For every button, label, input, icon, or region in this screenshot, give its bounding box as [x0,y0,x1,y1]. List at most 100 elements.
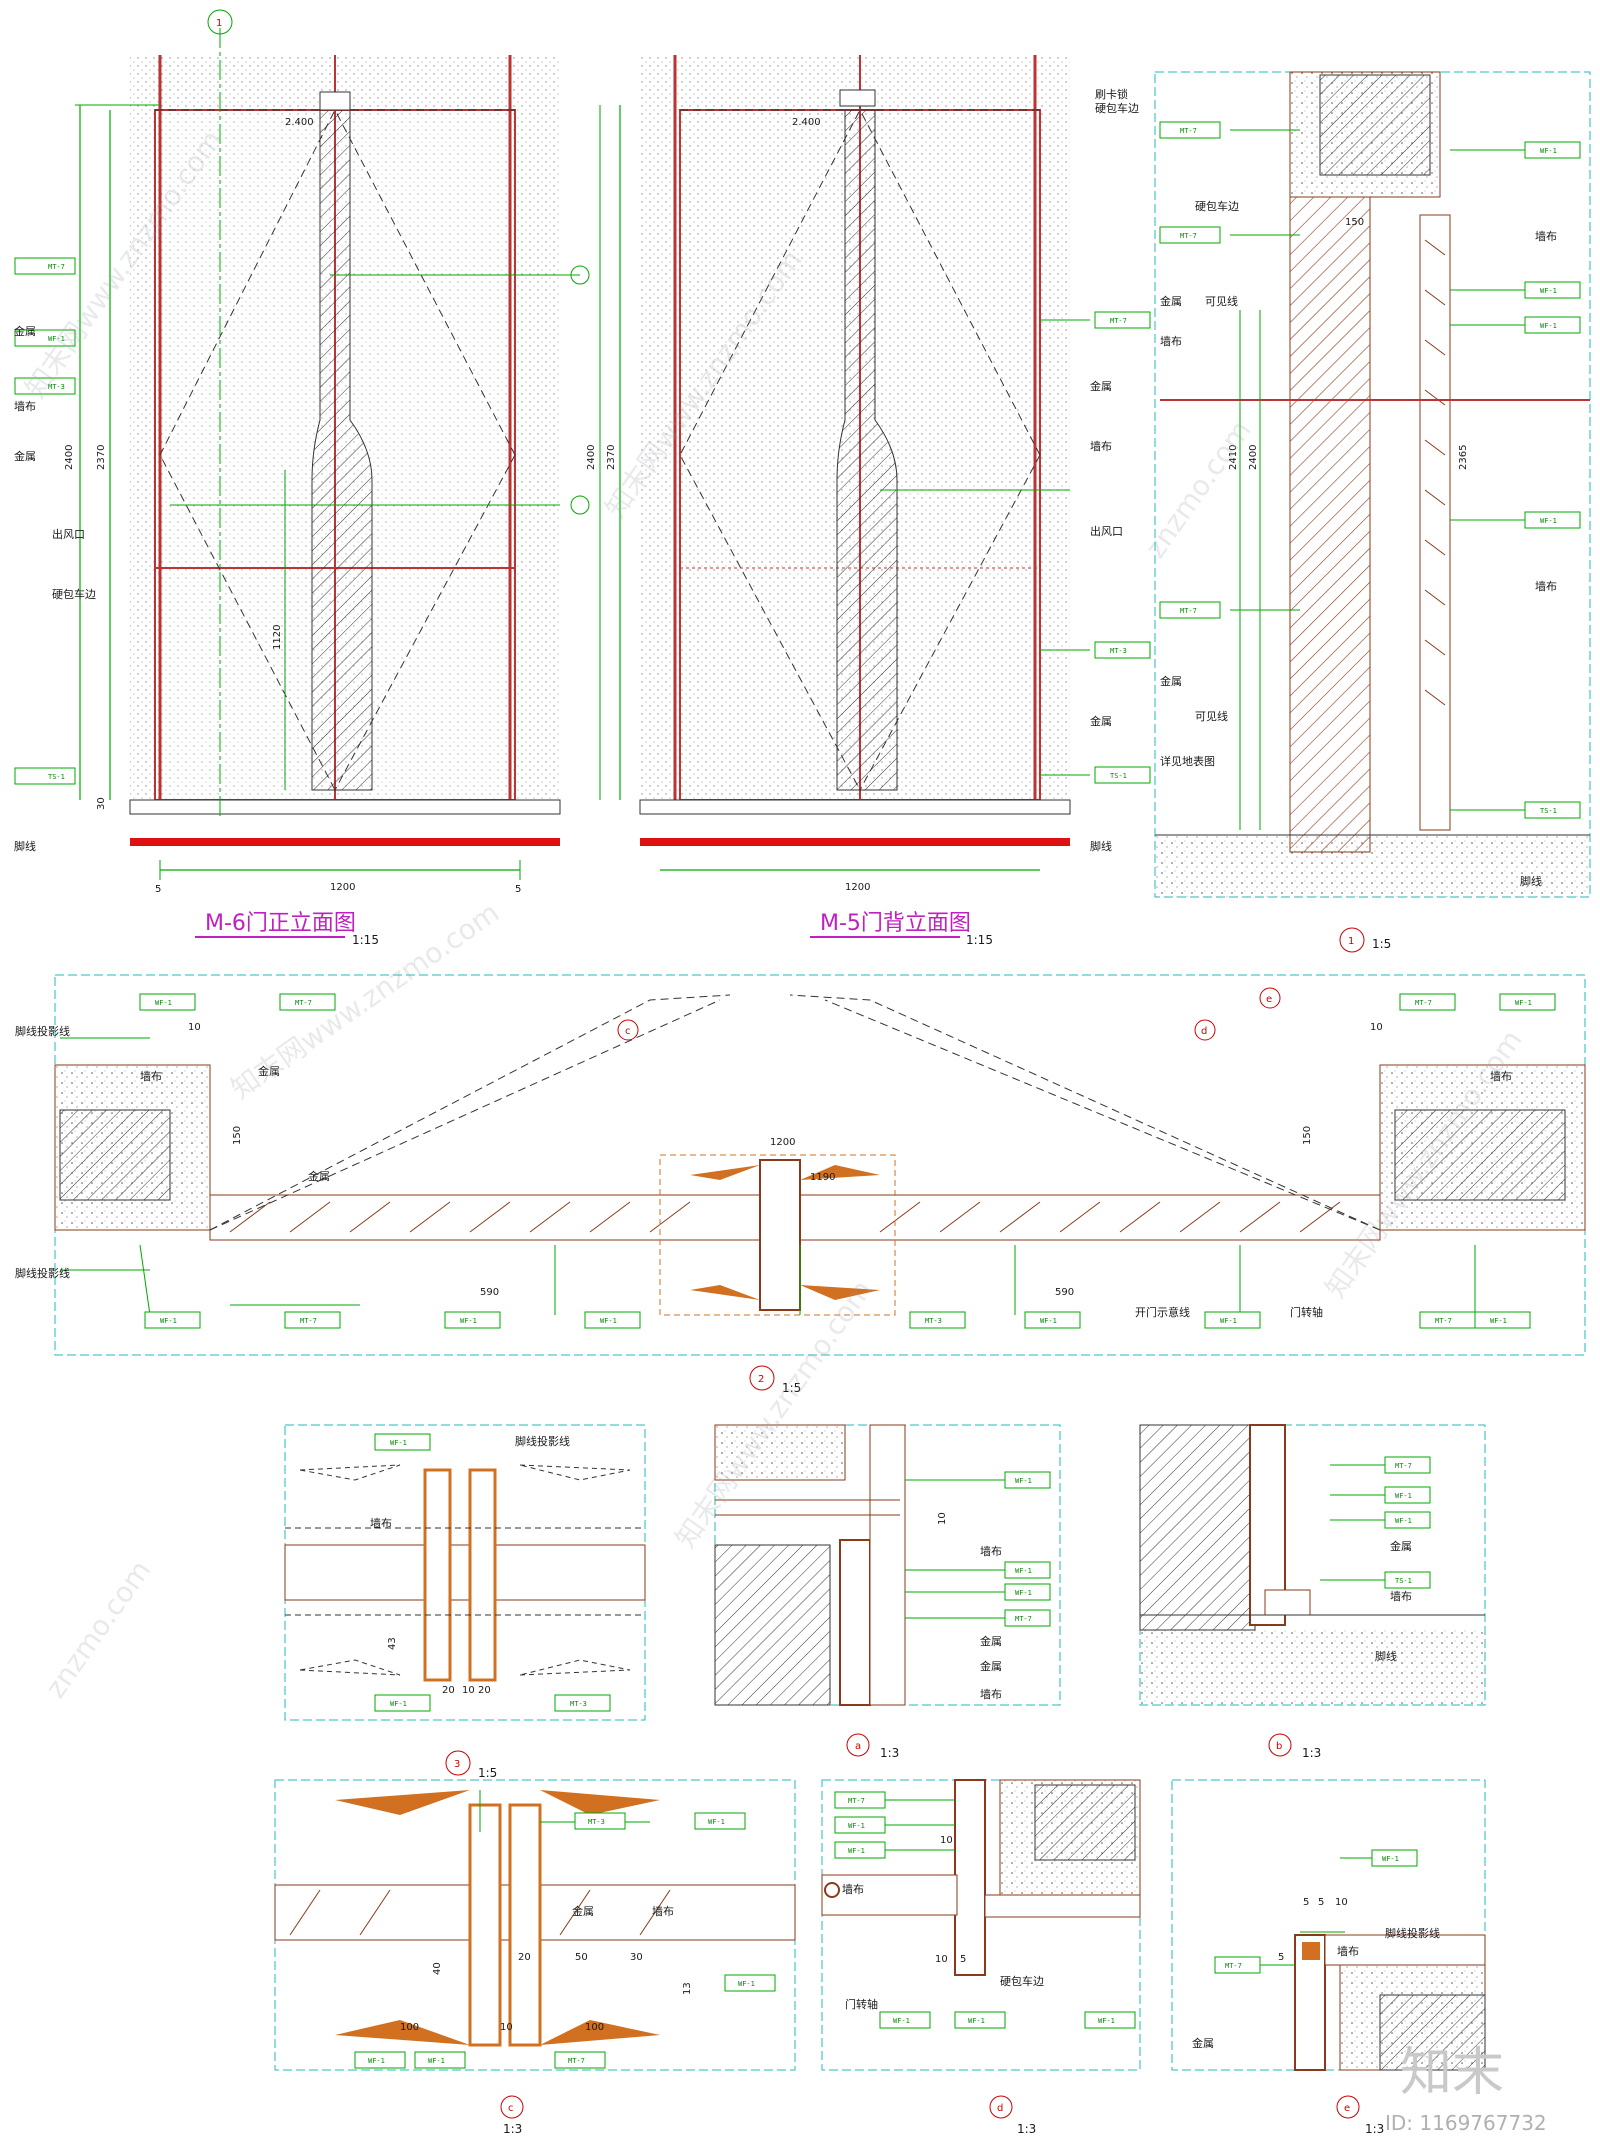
elevation-back: MT-7 MT-3 TS-1 刷卡锁 硬包车边 金属 墙布 出风口 金属 脚线 … [586,55,1151,947]
image-id: ID: 1169767732 [1385,2111,1547,2135]
bubble-3: 3 [454,1759,460,1770]
dim-2370: 2370 [96,445,107,470]
tag-mt3: MT-3 [570,1700,587,1708]
label-wall-fabric: 墙布 [1090,439,1112,453]
tag-mt7: MT-7 [1110,317,1127,325]
tag-mt7d: MT-7 [1415,999,1432,1007]
detail-b: MT-7 WF-1 WF-1 TS-1 金属 墙布 脚线 b 1:3 [1139,1424,1486,1760]
label-metal: 金属 [1390,1539,1412,1553]
label-wall-fabric-r: 墙布 [1535,229,1557,243]
tag-mt7b: MT-7 [1180,232,1197,240]
tag-wf1b: WF-1 [848,1847,865,1855]
tag-wf1: WF-1 [708,1818,725,1826]
bubble-2: 2 [758,1374,764,1385]
dim-20: 20 [442,1685,455,1696]
tag-wf1: WF-1 [848,1822,865,1830]
dim-2400: 2400 [64,445,75,470]
tag-mt7: MT-7 [1395,1462,1412,1470]
dim-43: 43 [387,1637,398,1650]
detail-frame [1171,1779,1486,2071]
dim-2410: 2410 [1228,445,1239,470]
tag-wf1d: WF-1 [968,2017,985,2025]
watermark-text-6: 知末网www.znzmo.com [669,1274,879,1554]
detail-e: MT-7 WF-1 脚线投影线 墙布 金属 5 5 10 5 e 1:3 [1171,1779,1486,2136]
scale-m6: 1:15 [352,933,379,947]
label-skirting-proj: 脚线投影线 [515,1434,570,1448]
label-metal: 金属 [308,1169,330,1183]
dim-5: 5 [155,884,161,895]
tag-wf1c: WF-1 [893,2017,910,2025]
label-skirting: 脚线 [1090,839,1112,853]
tag-mt7c: MT-7 [295,999,312,1007]
tag-mt7: MT-7 [1225,1962,1242,1970]
label-wall-fabric: 墙布 [1337,1944,1359,1958]
bubble-1: 1 [1348,936,1354,947]
tag-mt7: MT-7 [1015,1615,1032,1623]
tag-wf1d: WF-1 [1040,1317,1057,1325]
bubble-c: c [625,1026,631,1037]
plan-section-2: WF-1 MT-7 WF-1 WF-1 MT-3 WF-1 WF-1 MT-7 … [15,974,1586,1395]
tag-wf1e: WF-1 [1098,2017,1115,2025]
tag-mt7b: MT-7 [1435,1317,1452,1325]
scale-m5: 1:15 [966,933,993,947]
dim-1190: 1190 [810,1172,835,1183]
tag-wf1: WF-1 [1382,1855,1399,1863]
label-wall-fabric-2: 墙布 [980,1687,1002,1701]
dim-10b: 10 [1370,1022,1383,1033]
dim-30: 30 [630,1952,643,1963]
dim-20: 20 [518,1952,531,1963]
label-metal-2: 金属 [14,449,36,463]
tag-wf1f: WF-1 [1490,1317,1507,1325]
label-door-pivot: 门转轴 [1290,1305,1323,1319]
bubble-b: b [1276,1741,1282,1752]
dim-50: 50 [575,1952,588,1963]
label-visible-line-2: 可见线 [1195,709,1228,723]
dim-5b: 5 [1318,1897,1324,1908]
dim-height-top: 2.400 [792,117,821,128]
tag-mt7: MT-7 [1180,127,1197,135]
tag-mt7: MT-7 [568,2057,585,2065]
dim-1200: 1200 [770,1137,795,1148]
dim-5c: 5 [1278,1952,1284,1963]
bubble-e-detail: e [1344,2103,1350,2114]
elevation-front: 1 MT-7 WF-1 MT-3 TS-1 金属 墙布 金属 出风口 硬包车边 … [14,9,590,947]
detail-a: WF-1 WF-1 WF-1 MT-7 墙布 金属 金属 墙布 10 a 1:3 [714,1424,1061,1760]
tag-wf1c: WF-1 [368,2057,385,2065]
dim-100: 100 [400,2022,419,2033]
dim-590: 590 [480,1287,499,1298]
detail-frame [54,974,1586,1356]
dim-10b: 10 [935,1954,948,1965]
dim-10: 10 [500,2022,513,2033]
scale-d: 1:3 [1017,2122,1036,2136]
scale-e: 1:3 [1365,2122,1384,2136]
label-wall-fabric: 墙布 [14,399,36,413]
label-wall-fabric: 墙布 [1160,334,1182,348]
label-skirting: 脚线 [1375,1649,1397,1663]
dim-13: 13 [682,1982,693,1995]
label-door-open: 开门示意线 [1135,1305,1190,1319]
tag-wf1b: WF-1 [1540,287,1557,295]
tag-wf1d: WF-1 [1540,517,1557,525]
label-wall-fabric: 墙布 [842,1882,864,1896]
scale-b: 1:3 [1302,1746,1321,1760]
tag-wf1h: WF-1 [1515,999,1532,1007]
label-air-outlet: 出风口 [52,527,85,541]
detail-c: MT-3 WF-1 WF-1 WF-1 WF-1 MT-7 金属 墙布 100 … [274,1779,796,2136]
detail-3: WF-1 WF-1 MT-3 脚线投影线 墙布 20 10 20 43 3 1:… [284,1424,646,1780]
tag-wf1c: WF-1 [600,1317,617,1325]
tag-mt7: MT-7 [48,263,65,271]
bubble-a: a [855,1741,861,1752]
dim-10: 10 [462,1685,475,1696]
tag-wf1b: WF-1 [738,1980,755,1988]
dim-height-top: 2.400 [285,117,314,128]
bubble-d-detail: d [997,2103,1003,2114]
label-hard-edge: 硬包车边 [1195,199,1239,213]
label-door-pivot: 门转轴 [845,1997,878,2011]
dim-150: 150 [1345,217,1364,228]
label-metal: 金属 [1160,294,1182,308]
label-skirting-proj: 脚线投影线 [15,1024,70,1038]
label-air-outlet: 出风口 [1090,524,1123,538]
dim-10: 10 [188,1022,201,1033]
tag-mt3: MT-3 [1110,647,1127,655]
